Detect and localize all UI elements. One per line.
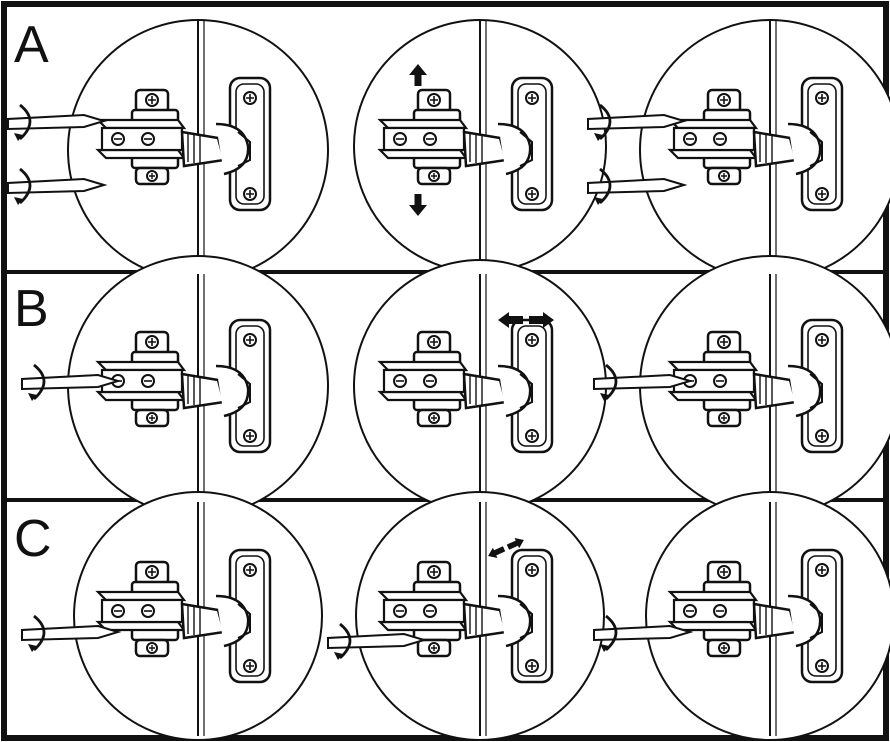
row-label-a: A — [14, 16, 49, 74]
step-b1 — [20, 255, 329, 517]
row-b: B — [14, 255, 890, 517]
row-label-c: C — [14, 510, 52, 568]
row-a: A — [6, 16, 890, 281]
step-c1 — [20, 491, 323, 741]
step-a1 — [6, 19, 329, 281]
step-a3 — [586, 19, 890, 281]
step-a2 — [353, 19, 607, 273]
step-c2 — [326, 491, 605, 741]
step-c3 — [592, 491, 890, 741]
row-c: C — [14, 491, 890, 741]
step-b2 — [353, 259, 607, 513]
row-label-b: B — [14, 280, 49, 338]
step-b3 — [592, 255, 890, 517]
